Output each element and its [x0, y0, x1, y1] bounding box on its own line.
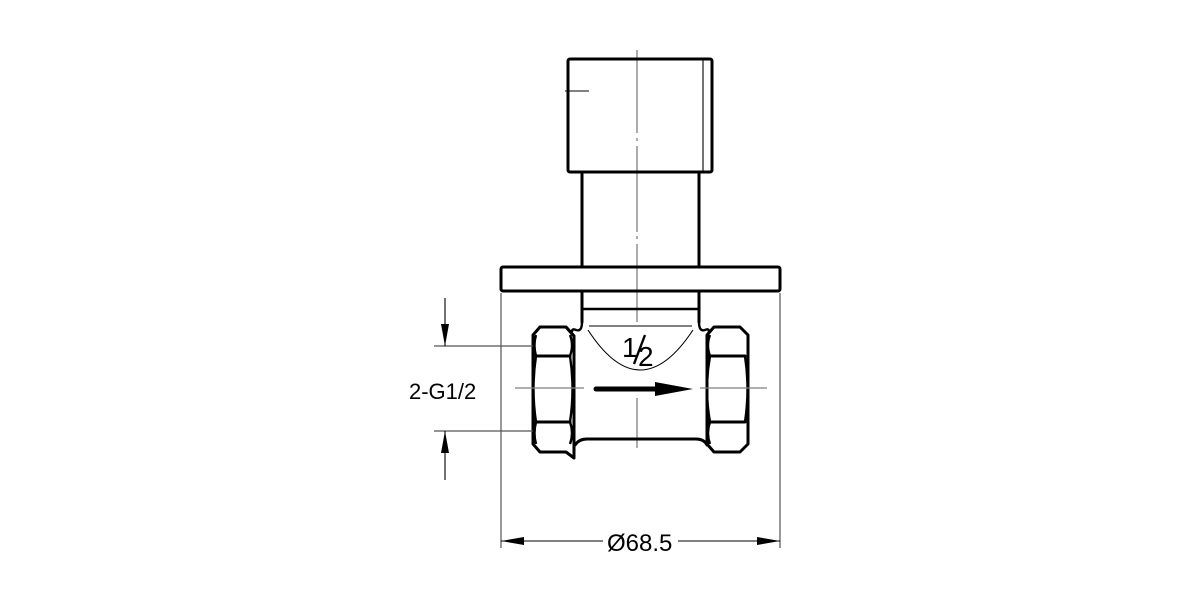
- arrow-right-icon: [757, 537, 780, 545]
- thread-callout-label: 2-G1/2: [409, 379, 476, 404]
- handle-cap: [565, 57, 714, 174]
- diameter-dimension: Ø68.5: [501, 530, 780, 557]
- bonnet-neck: [570, 289, 711, 333]
- right-hex-nut: [705, 325, 750, 454]
- left-hex-nut: [531, 325, 576, 460]
- thread-dimension: 2-G1/2: [409, 298, 533, 480]
- size-numerator: 1: [622, 332, 638, 363]
- arrow-down-icon: [441, 324, 449, 346]
- size-label: 1 2: [587, 329, 694, 372]
- valve-body: [573, 437, 709, 447]
- diameter-label: Ø68.5: [607, 530, 672, 557]
- stem: [580, 170, 701, 269]
- size-denominator: 2: [638, 341, 654, 372]
- flow-direction-arrow-icon: [593, 382, 693, 396]
- cover-plate: [499, 265, 782, 293]
- arrow-left-icon: [501, 537, 524, 545]
- arrow-up-icon: [441, 431, 449, 453]
- diameter-extension-lines: [500, 293, 781, 548]
